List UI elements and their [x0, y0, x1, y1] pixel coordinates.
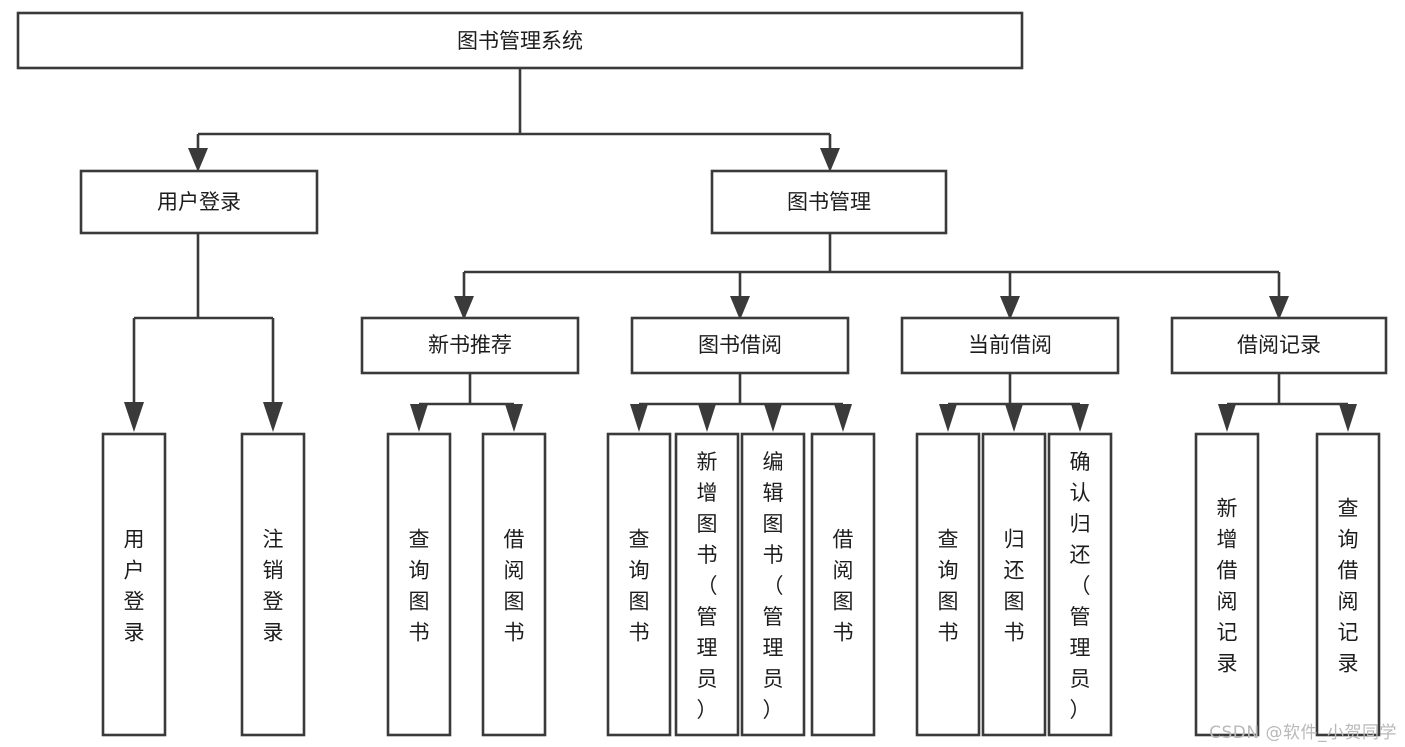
arrowhead-icon [263, 402, 283, 432]
node-leaf-add-borrow-record[interactable]: 新增借阅记录 [1194, 432, 1260, 737]
arrowhead-icon [1218, 404, 1236, 432]
node-leaf-edit-book-box[interactable] [740, 432, 806, 737]
node-borrow-record-label: 借阅记录 [1237, 333, 1321, 357]
arrowhead-icon [1000, 296, 1020, 320]
node-borrow-record-box[interactable] [1170, 316, 1388, 375]
node-new-book-recommend[interactable]: 新书推荐 [360, 316, 580, 375]
node-leaf-user-login-label: 用户登录 [124, 528, 145, 645]
arrowhead-icon [698, 404, 716, 432]
csdn-watermark: CSDN @软件_小贺同学 [1209, 723, 1397, 743]
node-current-borrow-box[interactable] [900, 316, 1120, 375]
node-current-borrow[interactable]: 当前借阅 [900, 316, 1120, 375]
node-leaf-borrow-book-2[interactable]: 借阅图书 [810, 432, 876, 737]
node-leaf-borrow-book-1-box[interactable] [481, 432, 547, 737]
node-leaf-add-borrow-record-box[interactable] [1194, 432, 1260, 737]
node-leaf-add-borrow-record-label: 新增借阅记录 [1217, 497, 1238, 676]
node-leaf-edit-book-label: 编辑图书（管理员） [763, 450, 784, 722]
node-book-borrow[interactable]: 图书借阅 [630, 316, 850, 375]
node-leaf-add-book-label: 新增图书（管理员） [697, 450, 718, 722]
node-leaf-confirm-return[interactable]: 确认归还（管理员） [1047, 432, 1113, 737]
arrowhead-icon [410, 404, 428, 432]
arrowhead-icon [1339, 404, 1357, 432]
arrowhead-icon [188, 148, 208, 172]
node-new-book-recommend-box[interactable] [360, 316, 580, 375]
node-book-manage[interactable]: 图书管理 [710, 169, 948, 235]
node-leaf-user-login[interactable]: 用户登录 [101, 432, 167, 737]
node-leaf-query-book-2-label: 查询图书 [629, 528, 650, 645]
node-leaf-borrow-book-1[interactable]: 借阅图书 [481, 432, 547, 737]
node-leaf-query-book-1-label: 查询图书 [409, 528, 430, 645]
node-leaf-borrow-book-2-box[interactable] [810, 432, 876, 737]
node-leaf-edit-book[interactable]: 编辑图书（管理员） [740, 432, 806, 737]
arrowhead-icon [1005, 404, 1023, 432]
node-leaf-query-book-2-box[interactable] [606, 432, 672, 737]
node-book-manage-box[interactable] [710, 169, 948, 235]
node-leaf-return-book[interactable]: 归还图书 [981, 432, 1047, 737]
node-leaf-return-book-label: 归还图书 [1004, 528, 1025, 645]
node-leaf-query-borrow-record[interactable]: 查询借阅记录 [1315, 432, 1381, 737]
node-leaf-user-logout-box[interactable] [240, 432, 306, 737]
node-leaf-query-borrow-record-box[interactable] [1315, 432, 1381, 737]
node-book-borrow-box[interactable] [630, 316, 850, 375]
arrowhead-icon [939, 404, 957, 432]
node-leaf-return-book-box[interactable] [981, 432, 1047, 737]
node-leaf-query-book-3-label: 查询图书 [938, 528, 959, 645]
node-leaf-user-login-box[interactable] [101, 432, 167, 737]
node-leaf-query-book-3[interactable]: 查询图书 [915, 432, 981, 737]
node-leaf-add-book-box[interactable] [674, 432, 740, 737]
node-new-book-recommend-label: 新书推荐 [428, 333, 512, 357]
arrowhead-icon [1269, 296, 1289, 320]
arrowhead-icon [820, 148, 840, 172]
arrowhead-icon [1071, 404, 1089, 432]
node-leaf-borrow-book-2-label: 借阅图书 [833, 528, 854, 645]
arrowheads-group [124, 148, 1357, 432]
arrowhead-icon [834, 404, 852, 432]
arrowhead-icon [730, 296, 750, 320]
node-book-borrow-label: 图书借阅 [698, 333, 782, 357]
node-user-login-box[interactable] [79, 169, 319, 235]
node-leaf-add-book[interactable]: 新增图书（管理员） [674, 432, 740, 737]
node-borrow-record[interactable]: 借阅记录 [1170, 316, 1388, 375]
arrowhead-icon [505, 404, 523, 432]
node-user-login[interactable]: 用户登录 [79, 169, 319, 235]
node-leaf-query-book-1-box[interactable] [386, 432, 452, 737]
arrowhead-icon [764, 404, 782, 432]
node-leaf-confirm-return-label: 确认归还（管理员） [1070, 450, 1091, 722]
node-leaf-borrow-book-1-label: 借阅图书 [504, 528, 525, 645]
node-user-login-label: 用户登录 [157, 190, 241, 214]
node-leaf-user-logout[interactable]: 注销登录 [240, 432, 306, 737]
node-leaf-user-logout-label: 注销登录 [263, 528, 284, 645]
node-root-label: 图书管理系统 [457, 29, 583, 53]
node-leaf-query-book-3-box[interactable] [915, 432, 981, 737]
node-root-box[interactable] [16, 11, 1024, 70]
node-leaf-query-borrow-record-label: 查询借阅记录 [1338, 497, 1359, 676]
node-book-manage-label: 图书管理 [787, 190, 871, 214]
node-root[interactable]: 图书管理系统 [16, 11, 1024, 70]
node-leaf-query-book-2[interactable]: 查询图书 [606, 432, 672, 737]
arrowhead-icon [124, 402, 144, 432]
arrowhead-icon [454, 296, 474, 320]
node-current-borrow-label: 当前借阅 [968, 333, 1052, 357]
node-leaf-confirm-return-box[interactable] [1047, 432, 1113, 737]
arrowhead-icon [630, 404, 648, 432]
node-leaf-query-book-1[interactable]: 查询图书 [386, 432, 452, 737]
